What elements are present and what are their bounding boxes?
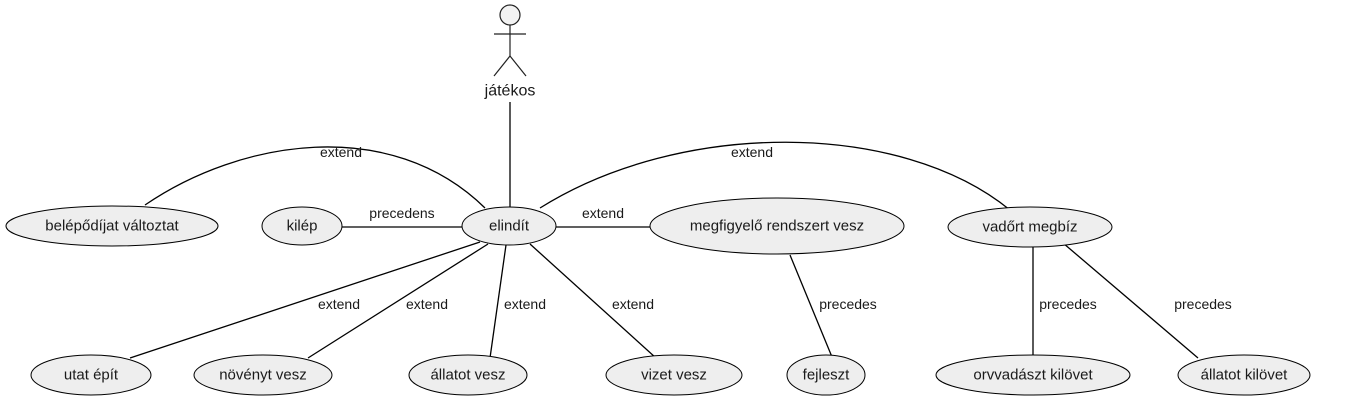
extend-line-novenyt: [307, 243, 489, 359]
relation-label: extend: [318, 296, 360, 312]
use-case-utat[interactable]: utat épít: [30, 354, 152, 396]
use-case-label: növényt vesz: [219, 367, 307, 384]
use-case-label: fejleszt: [803, 367, 851, 384]
extend-line-utat: [129, 241, 481, 359]
relation-label: extend: [406, 296, 448, 312]
relation-label: extend: [320, 144, 362, 160]
actor-label: játékos: [484, 83, 536, 100]
relation-label: extend: [612, 296, 654, 312]
use-case-allatot-kilovet[interactable]: állatot kilövet: [1177, 354, 1311, 396]
relation-label: extend: [504, 296, 546, 312]
use-case-orvvadaszt[interactable]: orvvadászt kilövet: [935, 354, 1131, 396]
use-case-vadort[interactable]: vadőrt megbíz: [947, 206, 1113, 248]
use-case-label: állatot vesz: [430, 367, 505, 384]
use-case-label: megfigyelő rendszert vesz: [690, 218, 864, 235]
extend-line-belepodij: [144, 146, 486, 209]
actor-head: [499, 4, 521, 26]
use-case-label: utat épít: [64, 367, 119, 384]
precedes-line-fejleszt: [789, 254, 833, 358]
use-case-vizet[interactable]: vizet vesz: [605, 354, 743, 396]
use-case-label: orvvadászt kilövet: [973, 367, 1093, 384]
use-case-belepodij[interactable]: belépődíjat változtat: [5, 205, 219, 247]
use-case-elindit[interactable]: elindít: [461, 206, 557, 246]
use-case-megfigyelo[interactable]: megfigyelő rendszert vesz: [649, 197, 905, 255]
relation-label: extend: [582, 205, 624, 221]
actor-jatekos[interactable]: játékos: [484, 4, 536, 100]
use-case-label: elindít: [489, 218, 530, 235]
relation-label: precedes: [1039, 296, 1097, 312]
relation-label: precedes: [1174, 296, 1232, 312]
use-case-label: vizet vesz: [641, 367, 707, 384]
extend-line-allatot-vesz: [489, 244, 507, 359]
use-case-label: belépődíjat változtat: [45, 218, 179, 235]
use-case-allatot-vesz[interactable]: állatot vesz: [408, 354, 528, 396]
use-case-kilep[interactable]: kilép: [261, 206, 343, 246]
use-case-label: állatot kilövet: [1201, 367, 1289, 384]
actor-right-leg: [509, 55, 527, 77]
use-case-label: kilép: [287, 218, 318, 235]
actor-left-leg: [493, 55, 511, 77]
relation-labels: extend extend precedens extend extend ex…: [318, 144, 1232, 312]
relation-label: precedes: [819, 296, 877, 312]
use-case-label: vadőrt megbíz: [982, 219, 1077, 236]
relation-label: precedens: [369, 205, 434, 221]
extend-line-vizet: [529, 243, 657, 359]
precedes-line-allatot-kilovet: [1062, 242, 1199, 359]
extend-line-vadort: [539, 141, 1011, 211]
relation-label: extend: [731, 144, 773, 160]
use-case-novenyt[interactable]: növényt vesz: [193, 354, 333, 396]
use-case-fejleszt[interactable]: fejleszt: [786, 354, 866, 396]
connectors: [129, 102, 1199, 359]
